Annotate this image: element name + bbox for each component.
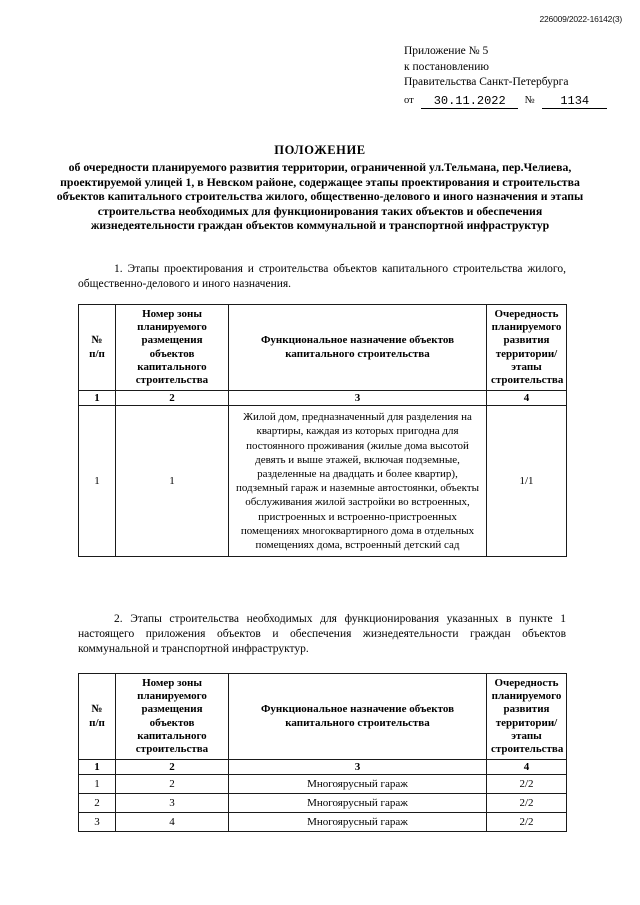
table-row: 1 2 Многоярусный гараж 2/2: [78, 774, 567, 795]
cell-zone-number: 2: [115, 774, 229, 795]
cell-row-number: 3: [78, 812, 116, 833]
page-subtitle: об очередности планируемого развития тер…: [56, 160, 584, 233]
table-stage-2: № п/п Номер зоны планируемого размещения…: [78, 672, 567, 833]
table-row: 3 4 Многоярусный гараж 2/2: [78, 812, 567, 833]
cell-stage: 2/2: [486, 774, 567, 795]
appendix-block: Приложение № 5 к постановлению Правитель…: [404, 44, 634, 109]
colnum-3: 3: [228, 390, 487, 407]
registration-stamp: 226009/2022-16142(3): [539, 14, 623, 24]
appendix-line-2: к постановлению: [404, 60, 489, 73]
cell-row-number: 2: [78, 793, 116, 814]
number-value: 1134: [541, 95, 607, 109]
cell-purpose: Многоярусный гараж: [228, 812, 487, 833]
page-title: ПОЛОЖЕНИЕ: [274, 143, 366, 157]
table-stage-1: № п/п Номер зоны планируемого размещения…: [78, 303, 567, 558]
cell-zone-number: 4: [115, 812, 229, 833]
cell-stage: 2/2: [486, 812, 567, 833]
colnum-2: 2: [115, 759, 229, 776]
title-block: ПОЛОЖЕНИЕ об очередности планируемого ра…: [56, 142, 584, 233]
colnum-3: 3: [228, 759, 487, 776]
header-number-line1: №: [91, 334, 103, 347]
date-label: от: [404, 94, 414, 106]
cell-stage: 1/1: [486, 405, 567, 558]
header-cell-zone: Номер зоны планируемого размещения объек…: [115, 303, 229, 392]
cell-zone-number: 1: [115, 405, 229, 558]
colnum-1: 1: [78, 390, 116, 407]
table-column-numbering-row: 1 2 3 4: [78, 759, 567, 776]
paragraph-2: 2. Этапы строительства необходимых для ф…: [78, 613, 566, 655]
header-cell-stage: Очередность планируемого развития террит…: [486, 303, 567, 392]
paragraph-1: 1. Этапы проектирования и строительства …: [78, 263, 566, 290]
cell-zone-number: 3: [115, 793, 229, 814]
header-cell-number: № п/п: [78, 672, 116, 761]
date-value: 30.11.2022: [420, 95, 518, 109]
table-row: 2 3 Многоярусный гараж 2/2: [78, 793, 567, 814]
table-column-numbering-row: 1 2 3 4: [78, 390, 567, 407]
colnum-1: 1: [78, 759, 116, 776]
header-cell-purpose: Функциональное назначение объектов капит…: [228, 672, 487, 761]
header-cell-purpose: Функциональное назначение объектов капит…: [228, 303, 487, 392]
header-number-line1: №: [91, 703, 103, 716]
header-cell-zone: Номер зоны планируемого размещения объек…: [115, 672, 229, 761]
colnum-4: 4: [486, 759, 567, 776]
cell-purpose: Многоярусный гараж: [228, 774, 487, 795]
appendix-line-3: Правительства Санкт-Петербурга: [404, 76, 569, 88]
header-cell-stage: Очередность планируемого развития террит…: [486, 672, 567, 761]
table-row: 1 1 Жилой дом, предназначенный для разде…: [78, 405, 567, 558]
header-cell-number: № п/п: [78, 303, 116, 392]
cell-row-number: 1: [78, 774, 116, 795]
cell-stage: 2/2: [486, 793, 567, 814]
cell-row-number: 1: [78, 405, 116, 558]
number-label: №: [524, 94, 535, 106]
cell-purpose: Жилой дом, предназначенный для разделени…: [228, 405, 487, 558]
header-number-line2: п/п: [89, 716, 105, 729]
table-header-row: № п/п Номер зоны планируемого размещения…: [78, 672, 567, 761]
colnum-2: 2: [115, 390, 229, 407]
colnum-4: 4: [486, 390, 567, 407]
appendix-date-number-line: от 30.11.2022 № 1134: [404, 93, 634, 109]
table-header-row: № п/п Номер зоны планируемого размещения…: [78, 303, 567, 392]
header-number-line2: п/п: [89, 347, 105, 360]
cell-purpose: Многоярусный гараж: [228, 793, 487, 814]
appendix-line-1: Приложение № 5: [404, 45, 489, 57]
